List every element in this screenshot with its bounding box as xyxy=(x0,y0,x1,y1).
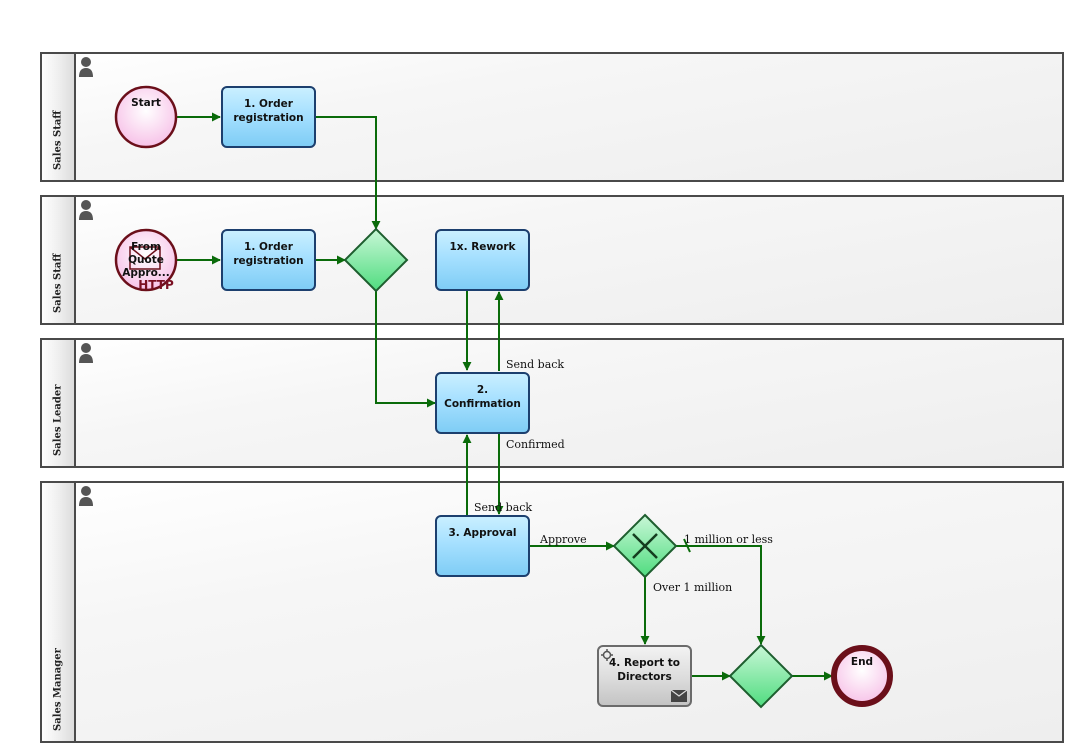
flow-label-confirmed: Confirmed xyxy=(506,438,565,451)
task-label: 4. Report to Directors xyxy=(609,657,680,683)
flow-label-send-back: Send back xyxy=(506,358,565,371)
flow-label-over-1-million: Over 1 million xyxy=(653,581,733,594)
default-flow-marker xyxy=(683,538,691,553)
flow-order1-to-gateway[interactable] xyxy=(316,116,381,230)
parallel-gateway[interactable] xyxy=(343,227,409,293)
message-start-event[interactable] xyxy=(114,228,178,292)
gear-icon xyxy=(601,649,613,661)
http-badge: HTTP xyxy=(138,278,174,292)
flow-gateway-1million-or-less[interactable] xyxy=(676,545,766,645)
lane-header: Sales Manager xyxy=(42,483,76,741)
task-approval[interactable]: 3. Approval xyxy=(435,515,530,577)
flow-label-1-million-or-less: 1 million or less xyxy=(684,533,773,546)
start-event-label: Start xyxy=(131,97,161,109)
task-order-registration[interactable]: 1. Order registration xyxy=(221,86,316,148)
task-label: 2. Confirmation xyxy=(444,384,521,410)
flow-label-send-back: Send back xyxy=(474,501,533,514)
lane-header: Sales Staff xyxy=(42,197,76,323)
task-order-registration[interactable]: 1. Order registration xyxy=(221,229,316,291)
envelope-icon xyxy=(129,246,161,270)
lane-header: Sales Leader xyxy=(42,340,76,466)
task-label: 3. Approval xyxy=(448,527,517,539)
end-event[interactable] xyxy=(831,645,893,707)
lane-sales-leader: Sales Leader xyxy=(40,338,1064,468)
end-event-label: End xyxy=(850,656,874,668)
flow-label-approve: Approve xyxy=(540,533,587,546)
person-icon xyxy=(79,486,93,506)
task-label: 1. Order registration xyxy=(233,241,304,267)
merge-gateway[interactable] xyxy=(728,643,794,709)
task-rework[interactable]: 1x. Rework xyxy=(435,229,530,291)
task-confirmation[interactable]: 2. Confirmation xyxy=(435,372,530,434)
task-label: 1. Order registration xyxy=(233,98,304,124)
start-event[interactable] xyxy=(114,85,178,149)
lane-sales-manager: Sales Manager xyxy=(40,481,1064,743)
lane-header: Sales Staff xyxy=(42,54,76,180)
person-icon xyxy=(79,343,93,363)
message-start-event-label: From Quote Appro... xyxy=(122,241,170,279)
person-icon xyxy=(79,57,93,77)
envelope-icon xyxy=(671,690,687,702)
person-icon xyxy=(79,200,93,220)
task-report-to-directors[interactable]: 4. Report to Directors xyxy=(597,645,692,707)
flow-gateway-to-confirmation[interactable] xyxy=(375,291,436,408)
x-marker-icon xyxy=(632,533,658,559)
task-label: 1x. Rework xyxy=(449,241,516,253)
